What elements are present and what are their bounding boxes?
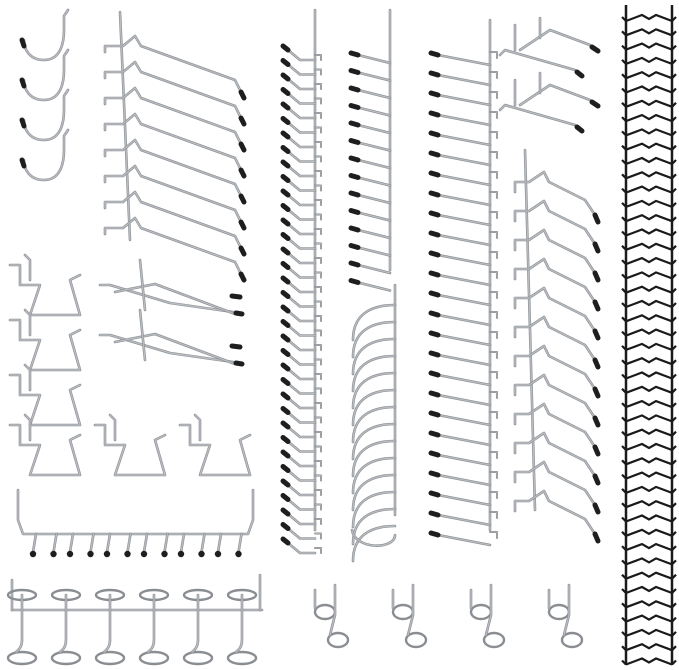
column-hooks-c xyxy=(428,18,498,547)
curved-hooks xyxy=(350,283,397,563)
u-hooks-small xyxy=(8,253,252,477)
double-prong-hooks xyxy=(98,258,245,367)
single-rings xyxy=(313,583,584,649)
double-hooks-right xyxy=(498,16,601,134)
j-hooks xyxy=(19,8,70,182)
straight-hooks-right xyxy=(513,148,601,544)
tool-holder-bar xyxy=(16,488,255,558)
peg-locks-strip xyxy=(621,5,677,666)
column-hooks-a xyxy=(280,8,322,555)
ring-holder-bar xyxy=(6,573,264,666)
straight-hooks-long xyxy=(103,10,247,283)
column-hooks-b xyxy=(348,8,392,292)
